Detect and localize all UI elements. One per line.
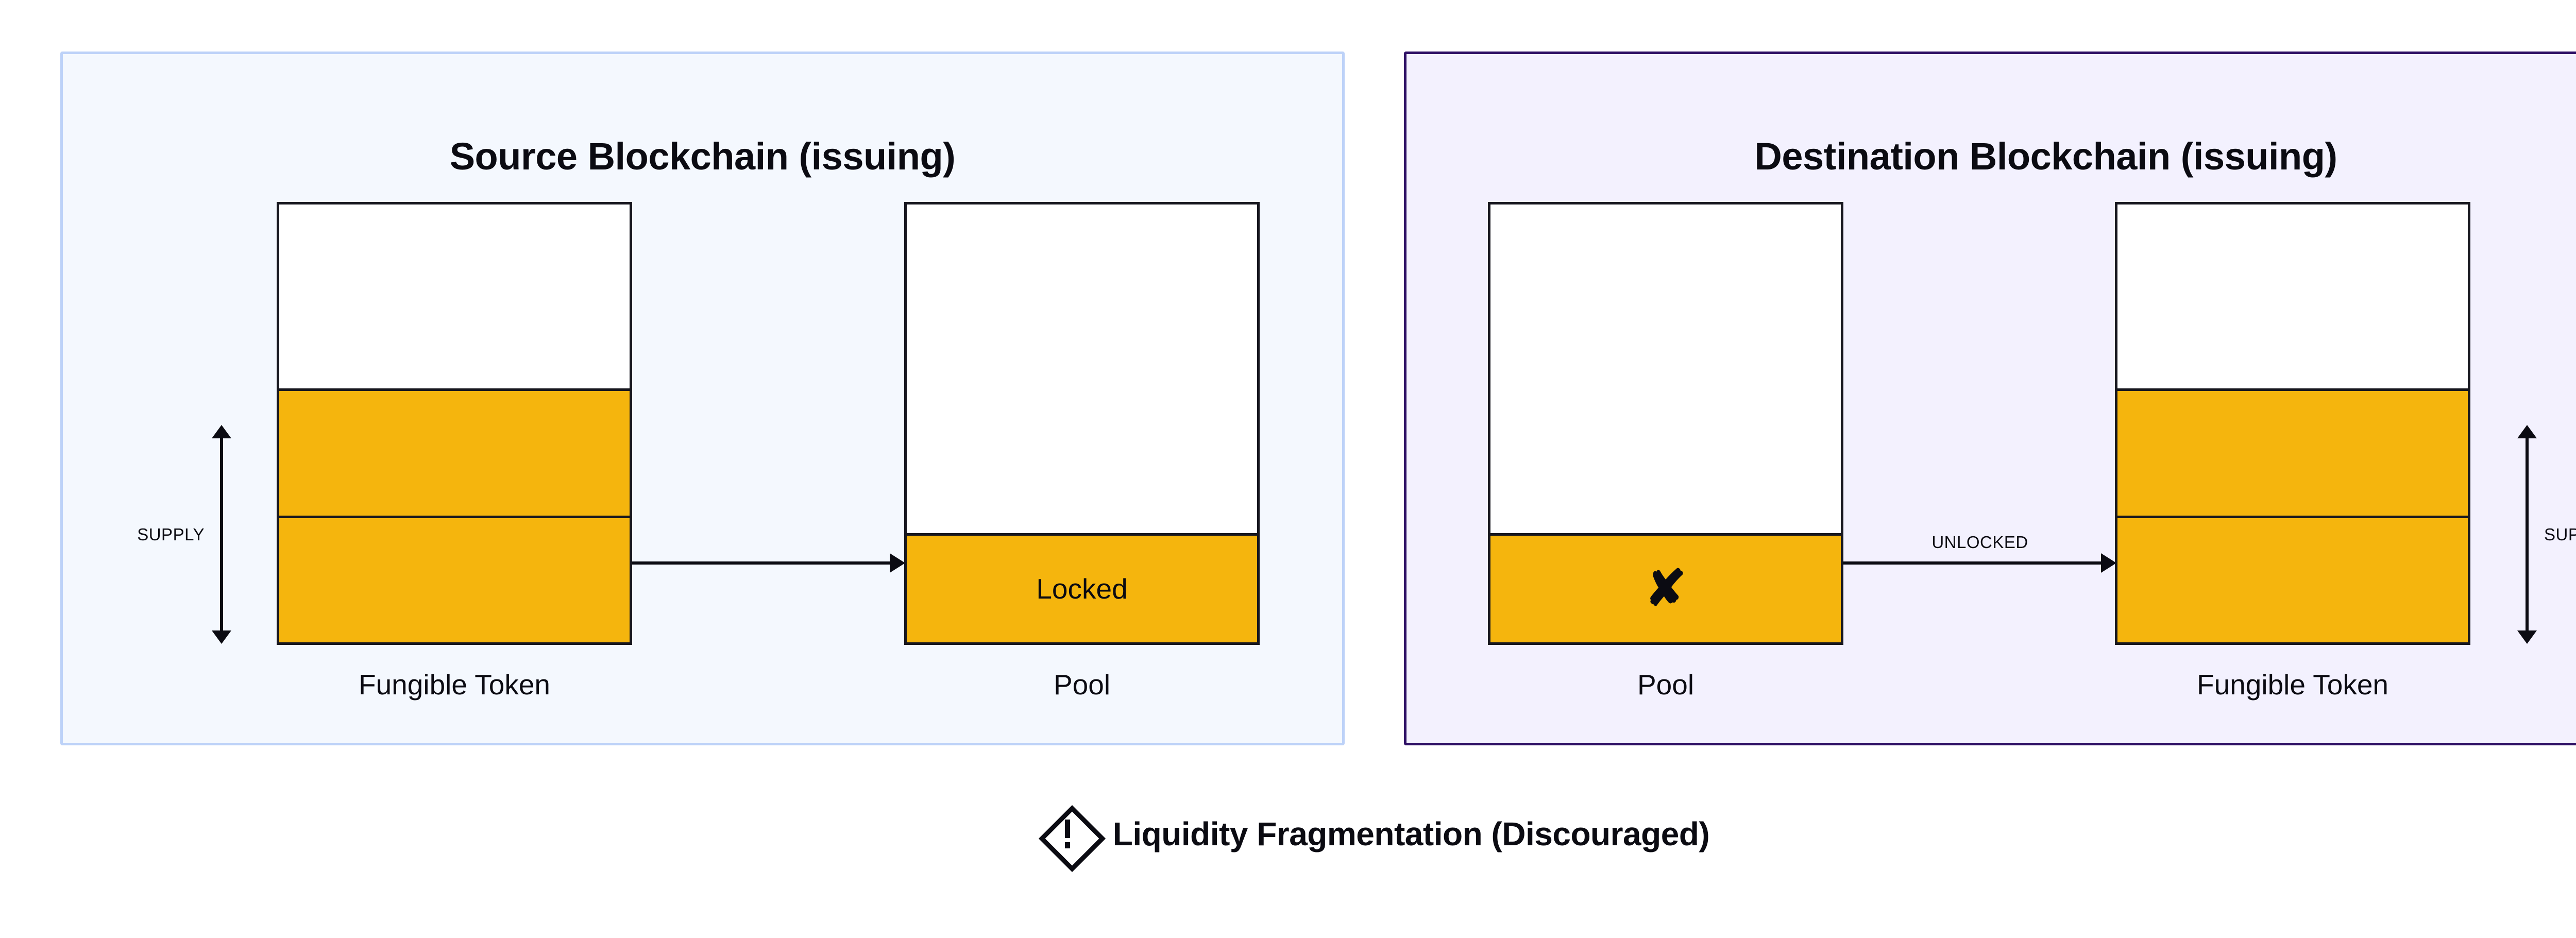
bar-destination-fungible-token <box>2115 202 2470 645</box>
column-caption-destination-fungible-token: Fungible Token <box>2196 669 2389 701</box>
bar-segment-upper <box>279 388 630 516</box>
cross-mark-icon: ✘ <box>1645 561 1687 617</box>
column-source-fungible-token: Fungible Token <box>277 202 632 701</box>
bar-segment-lower <box>279 515 630 642</box>
flow-arrow-shaft <box>632 561 891 565</box>
bar-segment-lower <box>2117 515 2468 642</box>
locked-label: Locked <box>1036 573 1128 605</box>
column-destination-pool: ✘ Pool <box>1488 202 1843 701</box>
arrow-head-right-icon <box>890 553 905 573</box>
supply-label-destination: SUPPLY <box>2544 524 2576 544</box>
footer-caption-text: Liquidity Fragmentation (Discouraged) <box>1112 815 1710 852</box>
bar-segment-upper <box>2117 388 2468 516</box>
exclamation-stem <box>1064 820 1070 838</box>
bar-segment-burned: ✘ <box>1490 533 1841 642</box>
column-destination-fungible-token: Fungible Token <box>2115 202 2470 701</box>
warning-diamond-icon <box>1038 805 1106 873</box>
bar-source-fungible-token <box>277 202 632 645</box>
column-caption-destination-pool: Pool <box>1637 669 1694 701</box>
column-caption-source-pool: Pool <box>1053 669 1111 701</box>
bar-segment-locked: Locked <box>907 533 1257 642</box>
arrow-shaft <box>220 431 223 638</box>
arrow-head-down-icon <box>212 630 231 644</box>
column-caption-source-fungible-token: Fungible Token <box>358 669 551 701</box>
column-source-pool: Locked Pool <box>904 202 1260 701</box>
flow-arrow-lock <box>632 553 905 573</box>
flow-arrow-unlock: UNLOCKED <box>1843 533 2116 573</box>
supply-label-source: SUPPLY <box>137 524 205 544</box>
supply-arrow-source: SUPPLY <box>137 425 231 644</box>
footer-caption: Liquidity Fragmentation (Discouraged) <box>0 805 2576 873</box>
supply-arrow-destination: SUPPLY <box>2517 425 2576 644</box>
exclamation-dot <box>1064 842 1070 848</box>
warning-diamond-outline <box>1038 805 1106 873</box>
bar-source-pool: Locked <box>904 202 1260 645</box>
bar-destination-pool: ✘ <box>1488 202 1843 645</box>
flow-arrow-shaft <box>1843 561 2102 565</box>
panel-source-title: Source Blockchain (issuing) <box>449 135 956 178</box>
arrow-head-down-icon <box>2517 630 2537 644</box>
panel-destination-title: Destination Blockchain (issuing) <box>1754 135 2337 178</box>
flow-arrow-unlock-label: UNLOCKED <box>1931 533 2028 552</box>
arrow-shaft <box>2526 431 2529 638</box>
arrow-head-right-icon <box>2101 553 2116 573</box>
